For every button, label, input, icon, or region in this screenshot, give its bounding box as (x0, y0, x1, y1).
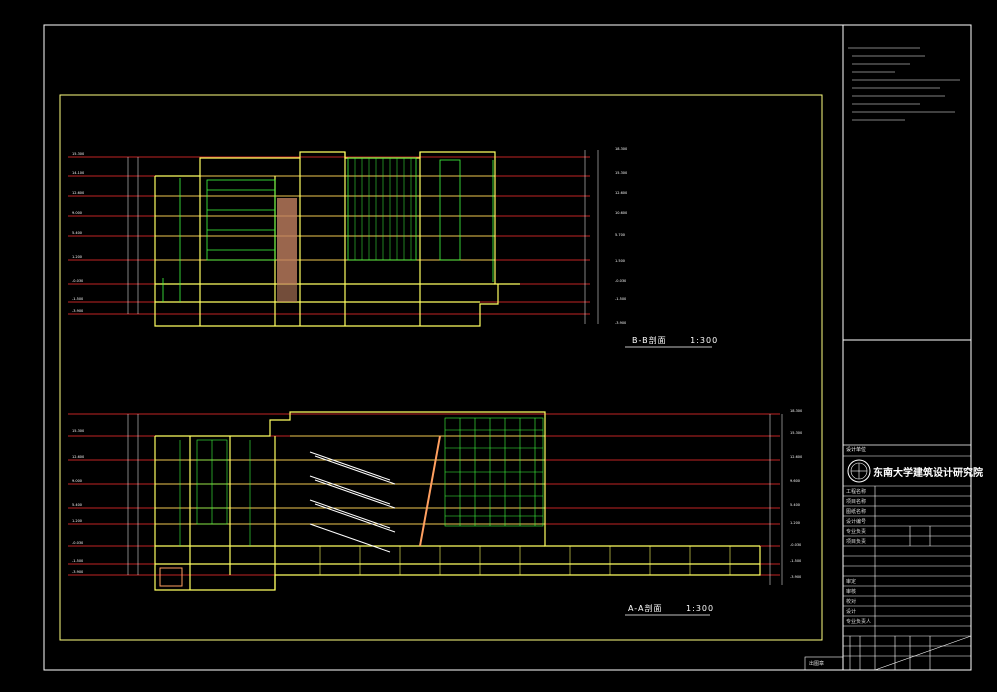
section-bb-scale: 1:300 (690, 336, 719, 345)
svg-text:-0.030: -0.030 (615, 279, 626, 283)
title-row-6: 审定 (846, 579, 857, 585)
section-bb-drawing: 15.300 14.100 12.600 9.000 5.400 1.200 -0.0… (68, 147, 627, 327)
svg-text:5.700: 5.700 (615, 233, 625, 237)
section-bb-name: B-B剖面 (632, 336, 667, 345)
svg-text:1.200: 1.200 (72, 519, 82, 523)
title-row-1: 项目名称 (846, 499, 867, 505)
svg-text:12.600: 12.600 (615, 191, 627, 195)
svg-text:9.000: 9.000 (72, 211, 82, 215)
svg-text:12.600: 12.600 (72, 455, 84, 459)
svg-text:-3.900: -3.900 (615, 321, 626, 325)
svg-text:-3.900: -3.900 (790, 575, 801, 579)
svg-text:14.100: 14.100 (72, 171, 84, 175)
title-row-4: 专业负责 (846, 529, 867, 535)
svg-text:15.300: 15.300 (790, 431, 802, 435)
section-aa-title: A-A剖面 1:300 (628, 603, 714, 614)
svg-text:1.200: 1.200 (72, 255, 82, 259)
institute-logo-icon (847, 459, 871, 483)
svg-text:9.000: 9.000 (72, 479, 82, 483)
svg-text:5.400: 5.400 (72, 231, 82, 235)
svg-text:-0.030: -0.030 (72, 279, 83, 283)
svg-text:-1.500: -1.500 (72, 297, 83, 301)
svg-text:-1.500: -1.500 (72, 559, 83, 563)
svg-text:9.600: 9.600 (790, 479, 800, 483)
section-aa-name: A-A剖面 (628, 604, 663, 613)
title-block-header: 设计单位 (846, 447, 867, 453)
section-bb-title: B-B剖面 1:300 (632, 335, 718, 346)
inner-border (59, 94, 823, 641)
title-row-9: 设计 (846, 609, 857, 615)
institute-name: 东南大学建筑设计研究院 (873, 468, 983, 479)
title-row-10: 专业负责人 (846, 619, 872, 625)
svg-text:18.300: 18.300 (615, 147, 627, 151)
svg-text:1.500: 1.500 (615, 259, 625, 263)
title-row-0: 工程名称 (846, 489, 867, 495)
svg-text:10.600: 10.600 (615, 211, 627, 215)
title-block-grid (843, 455, 972, 671)
title-row-7: 审核 (846, 589, 857, 595)
title-row-8: 校对 (846, 599, 857, 605)
svg-text:-1.500: -1.500 (615, 297, 626, 301)
svg-text:-3.900: -3.900 (72, 570, 83, 574)
title-row-5: 项目负责 (846, 539, 867, 545)
svg-text:5.400: 5.400 (72, 503, 82, 507)
stamp-label: 出图章 (809, 661, 825, 667)
svg-text:18.300: 18.300 (790, 409, 802, 413)
svg-text:-1.500: -1.500 (790, 559, 801, 563)
svg-text:-0.030: -0.030 (790, 543, 801, 547)
svg-text:15.300: 15.300 (72, 429, 84, 433)
svg-text:12.600: 12.600 (790, 455, 802, 459)
outer-frame (43, 24, 972, 671)
title-row-2: 图纸名称 (846, 509, 867, 515)
svg-text:15.300: 15.300 (615, 171, 627, 175)
svg-text:15.300: 15.300 (72, 152, 84, 156)
svg-text:-0.030: -0.030 (72, 541, 83, 545)
svg-text:12.600: 12.600 (72, 191, 84, 195)
svg-text:1.200: 1.200 (790, 521, 800, 525)
section-aa-drawing: 15.300 12.600 9.000 5.400 1.200 -0.030 -1.5… (68, 409, 802, 591)
section-aa-scale: 1:300 (686, 604, 715, 613)
design-notes (848, 47, 960, 121)
title-row-3: 设计编号 (846, 519, 867, 525)
svg-text:-3.900: -3.900 (72, 309, 83, 313)
svg-text:5.400: 5.400 (790, 503, 800, 507)
